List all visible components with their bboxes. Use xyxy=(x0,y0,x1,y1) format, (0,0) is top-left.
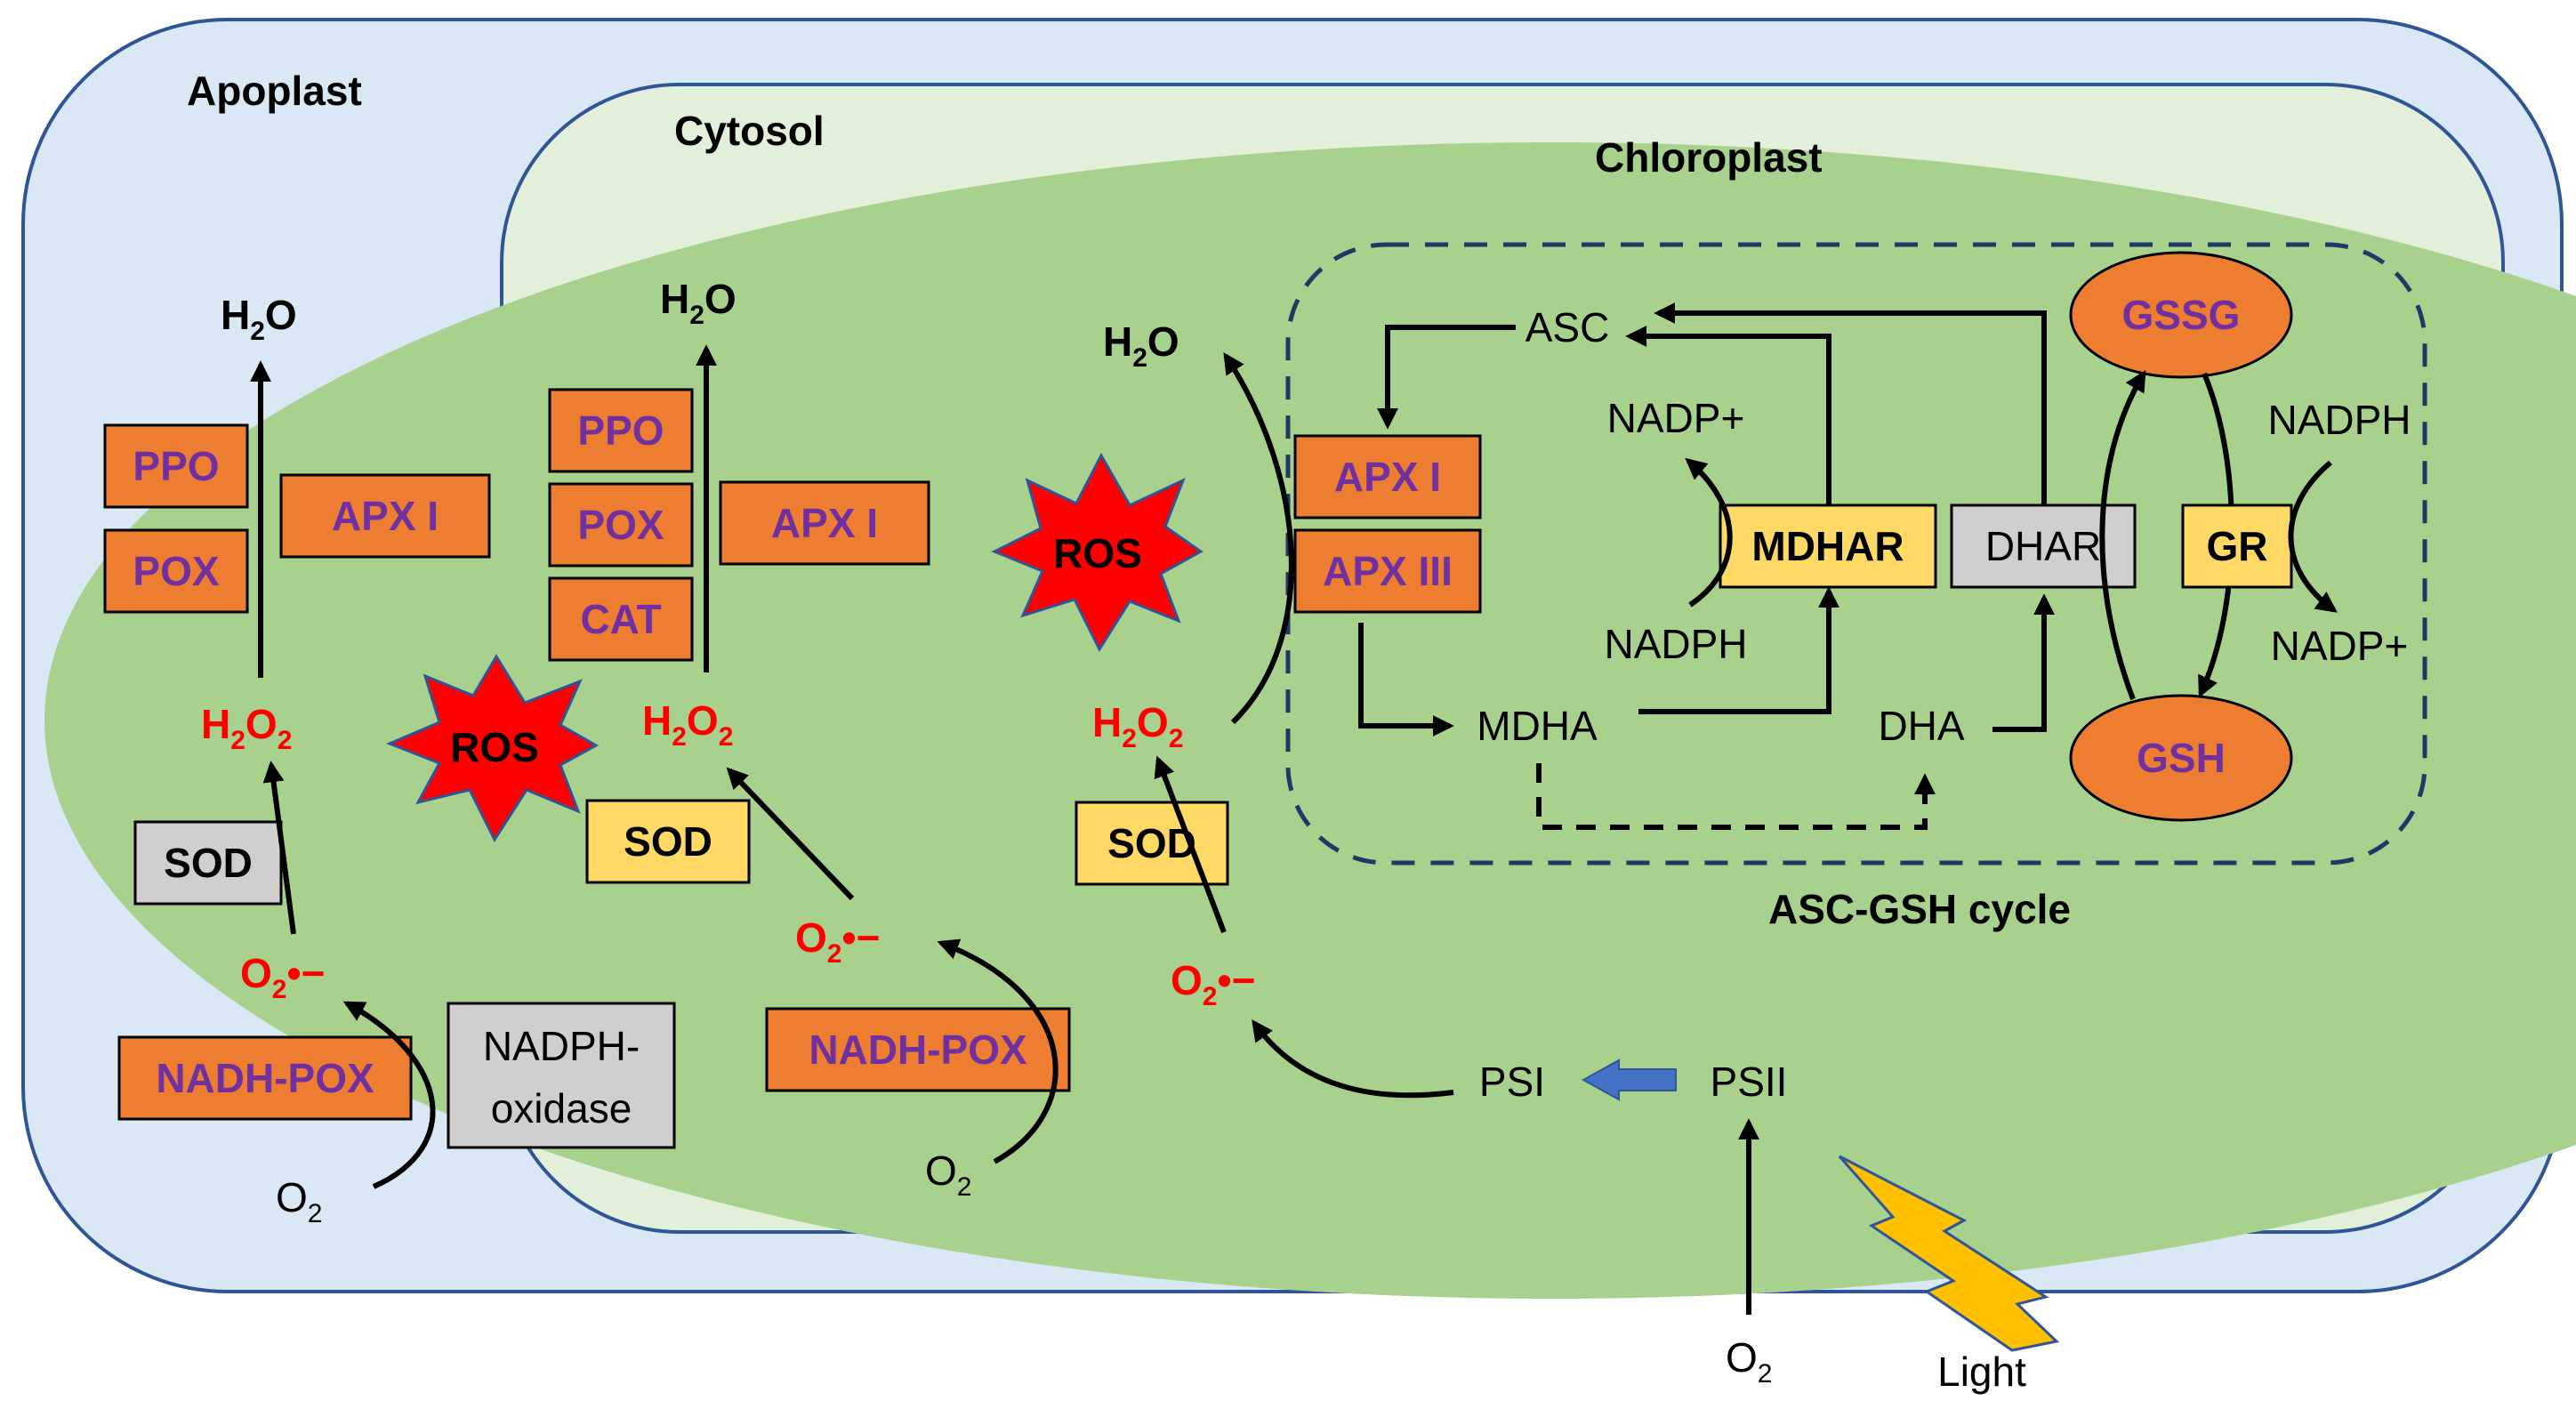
apoplast-ppo-label: PPO xyxy=(133,443,219,489)
chloroplast-apx3-box: APX III xyxy=(1293,528,1482,614)
electron-transfer-arrow xyxy=(1581,1059,1677,1101)
mdha-to-mdhar-arrow xyxy=(1638,586,1839,714)
cytosol-sod-label: SOD xyxy=(624,818,712,865)
apoplast-title: Apoplast xyxy=(187,68,362,114)
gr-label: GR xyxy=(2207,523,2268,569)
chloroplast-sod-box: SOD xyxy=(1075,801,1229,886)
gssg-ellipse: GSSG xyxy=(2069,251,2293,379)
cytosol-pox-label: POX xyxy=(577,502,664,548)
cytosol-apx1-label: APX I xyxy=(771,500,878,546)
gsh-ellipse: GSH xyxy=(2069,694,2293,822)
mdha-label: MDHA xyxy=(1477,703,1598,749)
dha-label: DHA xyxy=(1878,703,1964,749)
nadp-plus-left-label: NADP+ xyxy=(1607,395,1745,441)
psi-label: PSI xyxy=(1479,1059,1545,1105)
cytosol-apx1-box: APX I xyxy=(719,480,930,566)
apoplast-apx1-label: APX I xyxy=(332,493,439,539)
mdhar-label: MDHAR xyxy=(1751,523,1904,569)
psii-label: PSII xyxy=(1711,1059,1788,1105)
ros-burst-chloroplast: ROS xyxy=(991,452,1203,653)
dhar-box: DHAR xyxy=(1950,503,2137,589)
nadph-right-label: NADPH xyxy=(2267,397,2411,443)
chloroplast-oxygen-label: O2 xyxy=(1726,1334,1772,1389)
apoplast-nadph-oxidase-line1: NADPH- xyxy=(483,1023,640,1069)
ros-chloroplast-label: ROS xyxy=(1053,530,1142,576)
dha-to-dhar-arrow xyxy=(1992,593,2055,732)
apoplast-nadph-oxidase-box: NADPH- oxidase xyxy=(447,1002,676,1149)
apoplast-superoxide-label: O2•− xyxy=(240,950,325,1004)
apx-to-mdha-arrow xyxy=(1358,623,1454,737)
apoplast-sod-box: SOD xyxy=(133,820,283,906)
chloroplast-apx3-label: APX III xyxy=(1323,548,1453,594)
cytosol-cat-box: CAT xyxy=(548,576,694,662)
psi-to-superoxide-arrow xyxy=(1252,1019,1454,1099)
nadph-to-nadp-left-arrow xyxy=(1685,457,1733,608)
dhar-to-asc-arrow xyxy=(1654,302,2047,505)
nadp-plus-right-label: NADP+ xyxy=(2271,623,2409,669)
cytosol-superoxide-to-h2o2-arrow xyxy=(726,767,855,901)
apoplast-nadh-pox-label: NADH-POX xyxy=(156,1055,374,1101)
dhar-label: DHAR xyxy=(1985,523,2101,569)
cytosol-nadh-pox-box: NADH-POX xyxy=(765,1007,1071,1092)
apoplast-oxygen-to-superoxide-arrow xyxy=(342,1001,436,1189)
lightning-bolt-icon xyxy=(1838,1155,2060,1352)
asc-gsh-cycle-boundary xyxy=(1285,242,2427,866)
apoplast-sod-label: SOD xyxy=(164,840,253,886)
cytosol-cat-label: CAT xyxy=(580,596,661,642)
cytosol-pox-box: POX xyxy=(548,482,694,568)
gssg-label: GSSG xyxy=(2122,292,2241,338)
light-label: Light xyxy=(1937,1349,2026,1395)
asc-label: ASC xyxy=(1525,304,1610,350)
chloroplast-apx1-box: APX I xyxy=(1293,434,1482,519)
apoplast-apx1-box: APX I xyxy=(279,473,491,559)
apoplast-superoxide-to-h2o2-arrow xyxy=(262,761,296,935)
chloroplast-title: Chloroplast xyxy=(1595,134,1823,181)
apoplast-ppo-box: PPO xyxy=(103,423,249,509)
asc-to-apx-arrow xyxy=(1377,325,1516,430)
gsh-to-gssg-arrow xyxy=(2099,369,2146,701)
mdhar-to-asc-arrow xyxy=(1625,326,1831,505)
apoplast-nadph-oxidase-line2: oxidase xyxy=(491,1085,632,1131)
cytosol-ppo-box: PPO xyxy=(548,388,694,473)
asc-gsh-cycle-title: ASC-GSH cycle xyxy=(1768,886,2071,932)
apoplast-nadh-pox-box: NADH-POX xyxy=(117,1035,413,1121)
cytosol-title: Cytosol xyxy=(674,108,825,154)
cytosol-ppo-label: PPO xyxy=(577,407,664,454)
cytosol-nadh-pox-label: NADH-POX xyxy=(809,1027,1027,1073)
nadph-left-label: NADPH xyxy=(1604,621,1747,667)
ros-burst-left: ROS xyxy=(386,654,600,843)
chloroplast-superoxide-to-h2o2-arrow xyxy=(1154,755,1227,934)
mdha-to-dha-dashed-arrow xyxy=(1536,763,1936,830)
ros-left-label: ROS xyxy=(450,724,539,770)
mdhar-box: MDHAR xyxy=(1719,503,1937,589)
apoplast-h2o2-label: H2O2 xyxy=(201,701,292,755)
nadph-to-nadp-right-arrow xyxy=(2288,460,2338,613)
chloroplast-apx1-label: APX I xyxy=(1334,454,1441,500)
cytosol-oxygen-to-superoxide-arrow xyxy=(937,938,1059,1164)
cytosol-h2o2-label: H2O2 xyxy=(642,697,733,752)
cytosol-sod-box: SOD xyxy=(585,799,751,884)
chloroplast-h2o2-to-water-arrow xyxy=(1223,351,1294,725)
apoplast-pox-label: POX xyxy=(133,548,219,594)
gsh-label: GSH xyxy=(2137,735,2226,781)
chloroplast-superoxide-label: O2•− xyxy=(1171,957,1255,1011)
apoplast-pox-box: POX xyxy=(103,528,249,614)
chloroplast-h2o2-label: H2O2 xyxy=(1092,699,1183,753)
gr-box: GR xyxy=(2181,503,2293,589)
